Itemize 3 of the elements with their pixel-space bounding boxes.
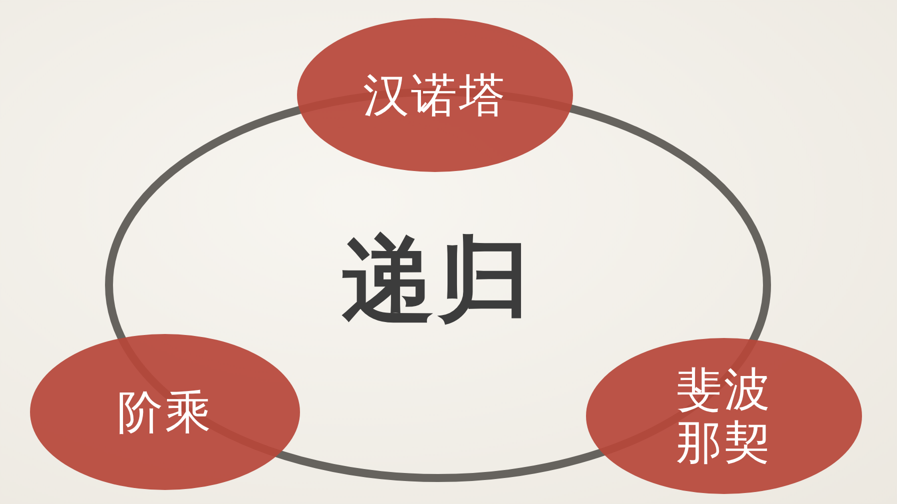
topic-circle: 汉诺塔 [297,18,573,172]
topic-circle: 阶乘 [30,334,300,490]
topic-circle: 斐波那契 [586,338,862,494]
